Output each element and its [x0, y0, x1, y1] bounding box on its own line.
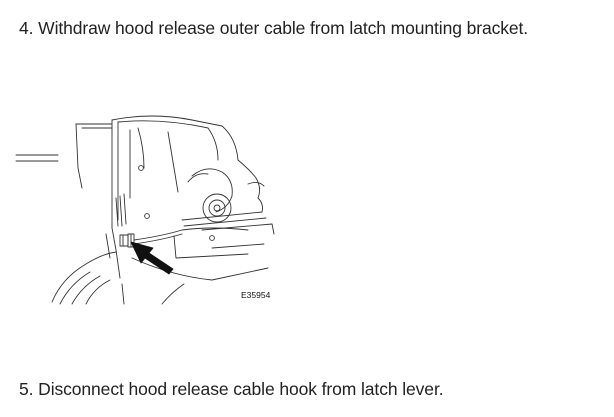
step-4-instruction: 4. Withdraw hood release outer cable fro…	[19, 18, 529, 38]
latch-cable-illustration: E35954	[12, 108, 280, 306]
pointer-arrow	[130, 241, 174, 275]
figure-id-label: E35954	[241, 290, 271, 300]
latch-mounting-bracket	[111, 115, 239, 241]
hood-release-cable	[105, 227, 249, 279]
step-5-instruction: 5. Disconnect hood release cable hook fr…	[19, 379, 444, 399]
latch-assembly	[173, 159, 275, 259]
lower-structure	[51, 251, 269, 305]
body-panel-lines	[15, 123, 113, 189]
outer-cable-clip	[119, 233, 135, 248]
